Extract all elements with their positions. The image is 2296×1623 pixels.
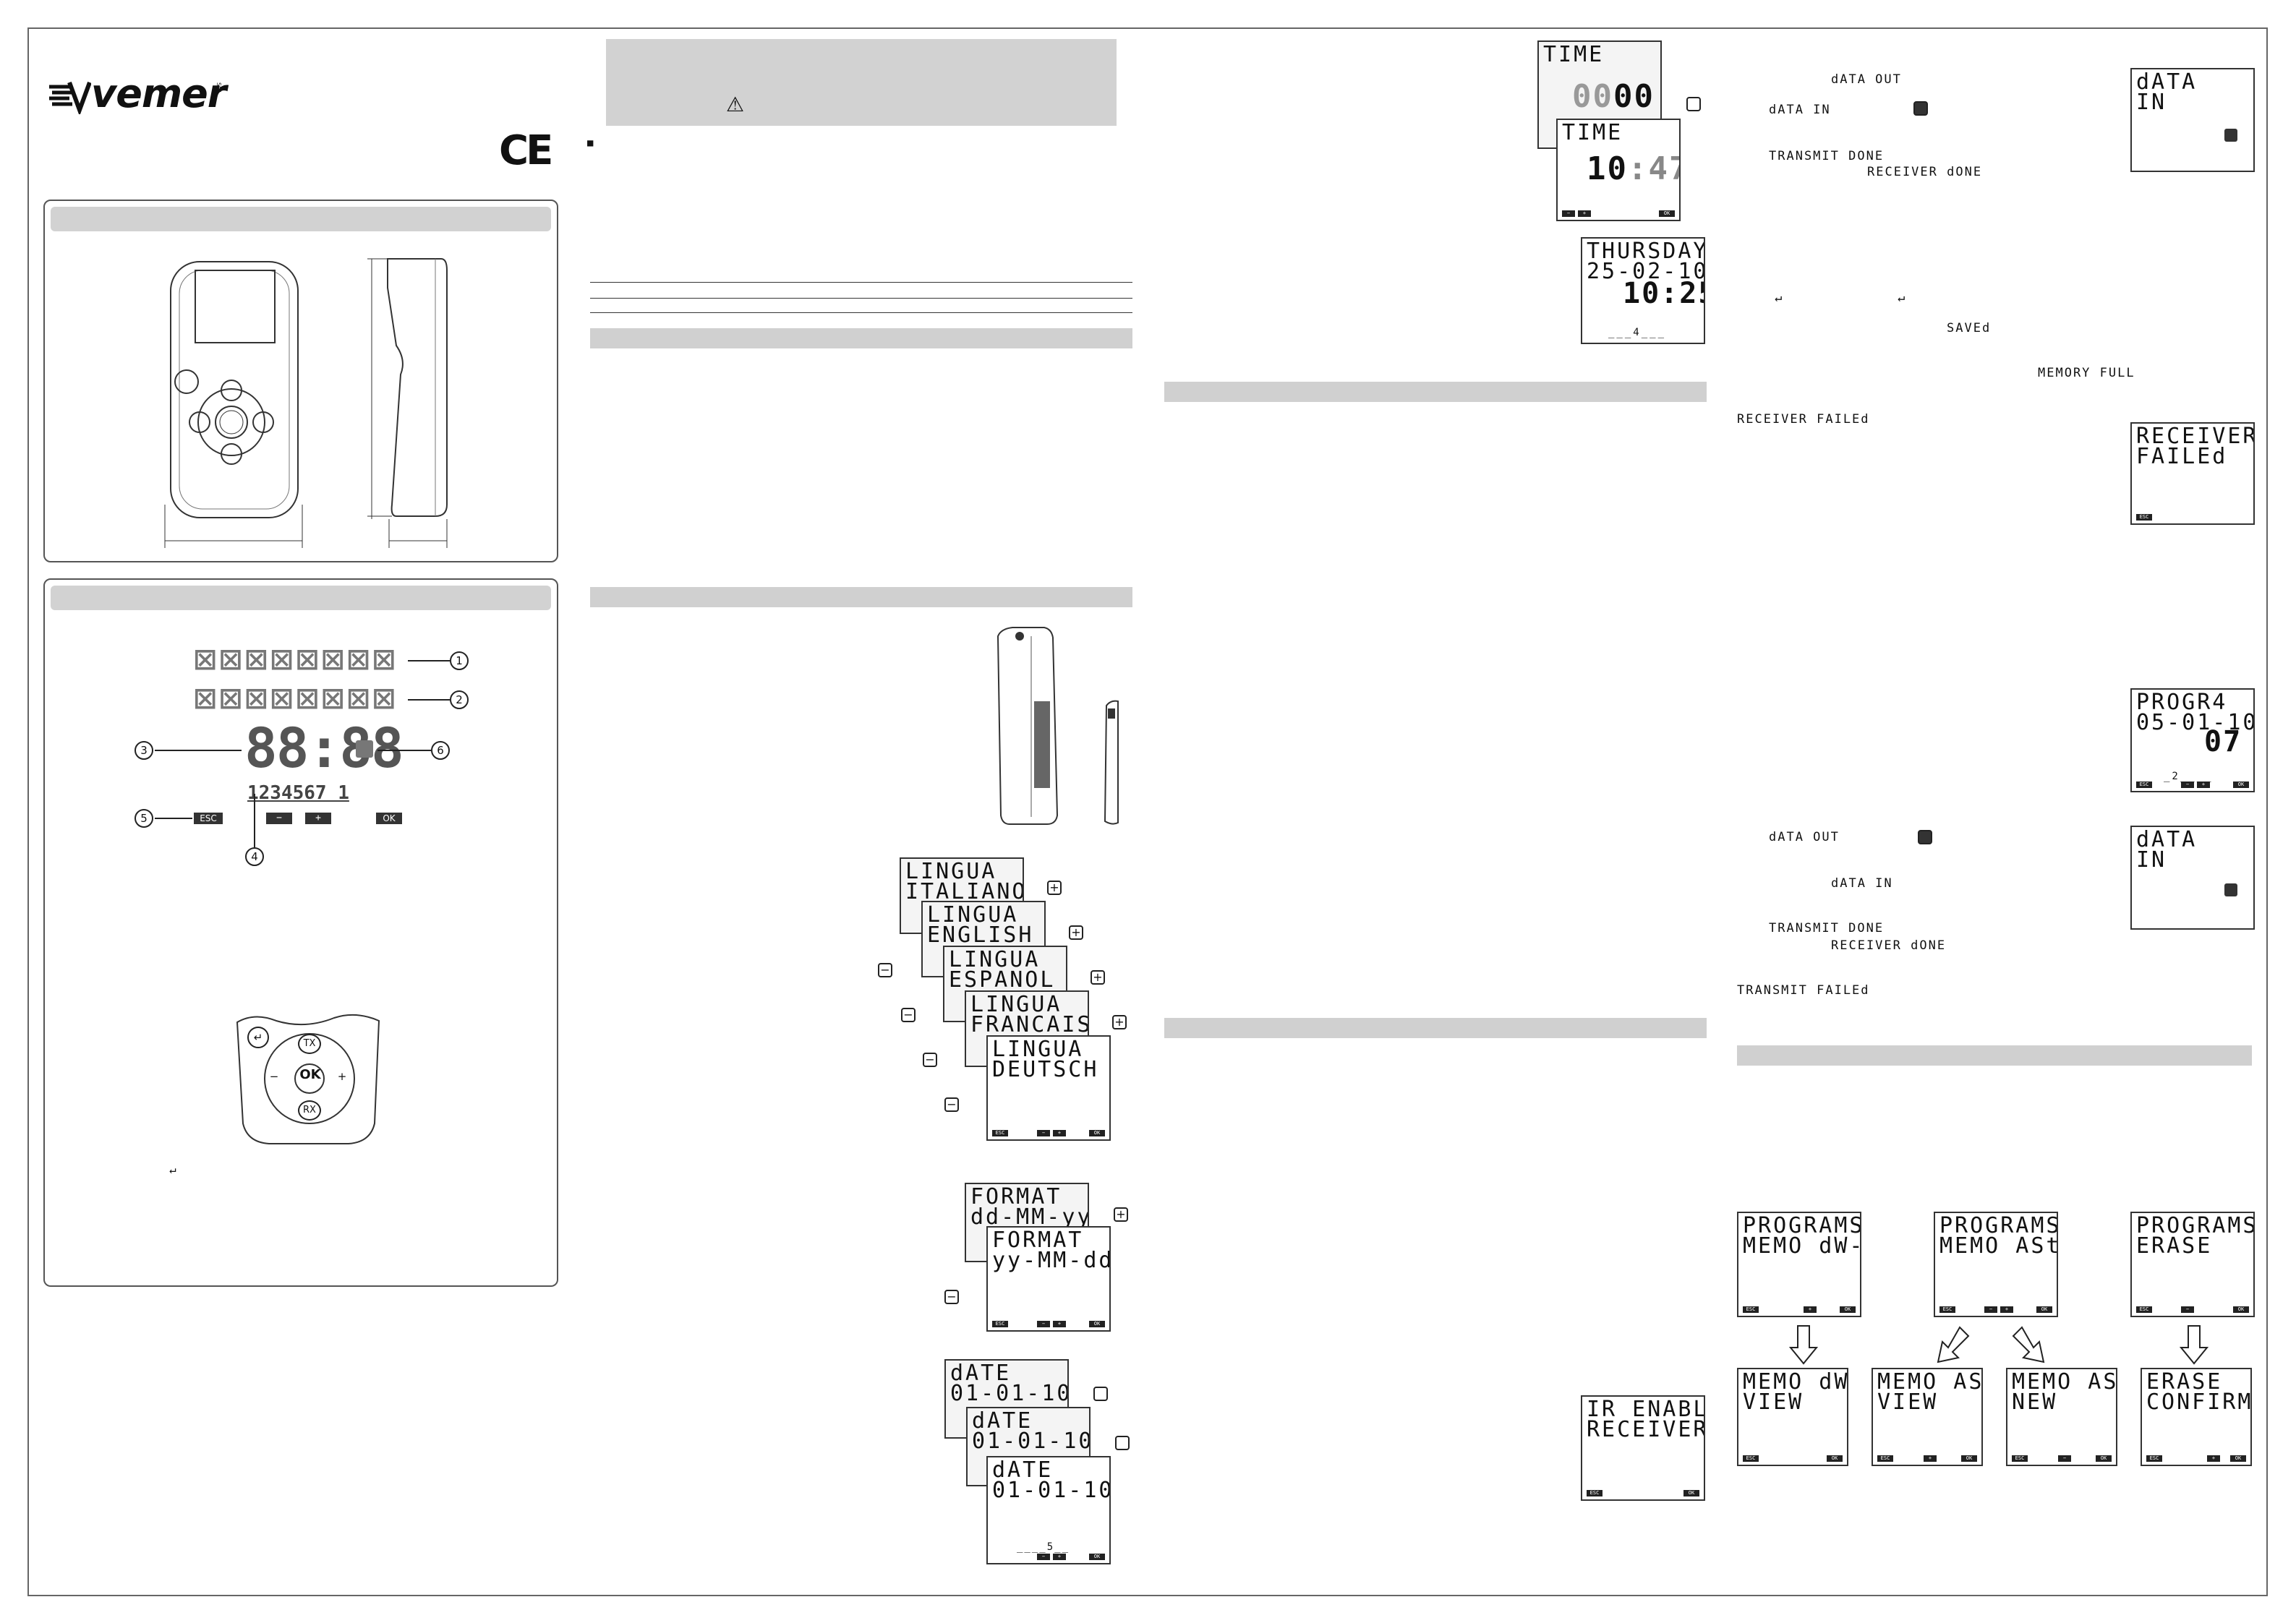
- enter-note: ↵: [169, 1162, 176, 1176]
- text-memory-full: MEMORY FULL: [2038, 366, 2135, 380]
- text-transmit-done-2: TRANSMIT DONE: [1769, 921, 1885, 935]
- enter-key[interactable]: ↵: [247, 1027, 269, 1048]
- plus-key-icon: +: [1114, 1207, 1128, 1222]
- callout-3: 3: [135, 741, 153, 760]
- bullet-mark: ■: [587, 137, 594, 149]
- text-data-in: dATA IN: [1769, 103, 1831, 117]
- clock-key-icon: [1918, 830, 1932, 844]
- lcd-format-2: FORMAT yy-MM-dd ESC−+OK: [986, 1226, 1111, 1332]
- logo-spa: SPA: [215, 82, 222, 93]
- ok-key-legend: OK: [376, 813, 402, 824]
- panel-header-bar: [51, 207, 551, 231]
- section-bar: [590, 587, 1132, 607]
- page-frame: [27, 27, 2268, 1596]
- ok-key[interactable]: OK: [299, 1067, 321, 1082]
- text-receiver-done: RECEIVER dONE: [1867, 165, 1983, 179]
- rule: [590, 298, 1132, 299]
- lcd-memo-ast-view: MEMO ASt VIEW ESC+OK: [1872, 1368, 1983, 1466]
- plus-key-legend: +: [305, 813, 331, 824]
- warning-box: [606, 39, 1117, 126]
- section-bar: [1164, 382, 1707, 402]
- clock-key-icon: [2224, 129, 2237, 142]
- lcd-data-in-a: dATA IN: [2130, 68, 2255, 172]
- text-receiver-done-2: RECEIVER dONE: [1831, 938, 1947, 953]
- ok-key-icon: [1115, 1436, 1130, 1450]
- plus-key-icon: +: [1069, 925, 1083, 940]
- text-saved: SAVEd: [1947, 321, 1992, 335]
- lcd-format-1: FORMAT dd-MM-yy: [965, 1183, 1089, 1262]
- text-data-out-2: dATA OUT: [1769, 830, 1840, 844]
- lcd-language-5: LINGUA DEUTSCH ESC−+OK: [986, 1035, 1111, 1141]
- panel-header-bar: [51, 586, 551, 610]
- minus-key-icon: −: [923, 1053, 937, 1067]
- device-outline-drawing: [164, 258, 448, 548]
- section-bar: [1164, 1018, 1707, 1038]
- rule: [590, 282, 1132, 283]
- plus-key-icon: +: [1112, 1015, 1127, 1029]
- clock-key-icon: [1913, 101, 1928, 116]
- lcd-progr: PROGR4 05-01-10 07 _2____ ESC−+OK: [2130, 688, 2255, 792]
- lcd-programs-erase: PROGRAMS ERASE ESC−OK: [2130, 1212, 2255, 1317]
- minus-key-legend: −: [266, 813, 292, 824]
- minus-key-icon: −: [944, 1290, 959, 1304]
- lcd-time-2: TIME 10:47 −+OK: [1556, 119, 1681, 221]
- tx-key[interactable]: TX: [298, 1034, 321, 1054]
- callout-1: 1: [450, 651, 469, 670]
- warning-triangle-icon: ⚠: [726, 93, 745, 116]
- lcd-programs-memo-dwy: PROGRAMS MEMO dW-Y ESC+OK: [1737, 1212, 1861, 1317]
- enter-symbol: ↵: [1898, 291, 1907, 305]
- plus-key[interactable]: +: [337, 1070, 347, 1083]
- minus-key[interactable]: −: [269, 1070, 279, 1083]
- lcd-programs-memo-ast: PROGRAMS MEMO ASt ESC−+OK: [1934, 1212, 2058, 1317]
- battery-compartment-drawing: [997, 627, 1119, 825]
- day-digits: 1234567 1: [247, 782, 349, 804]
- rx-key[interactable]: RX: [298, 1100, 321, 1121]
- lcd-thursday: THURSDAY 25-02-10 10:25 ___4___: [1581, 237, 1705, 344]
- minus-key-icon: −: [901, 1008, 916, 1022]
- plus-key-icon: +: [1091, 970, 1105, 985]
- esc-key-legend: ESC: [194, 813, 223, 824]
- lcd-erase-confirm: ERASE CONFIRM ESC+OK: [2141, 1368, 2252, 1466]
- lcd-date-3: dATE 01-01-10 ____5__ −+OK: [986, 1456, 1111, 1564]
- segment-time: 88:88: [244, 716, 404, 780]
- device-dimensions-panel: [43, 200, 558, 562]
- minus-key-icon: −: [944, 1097, 959, 1112]
- minus-key-icon: −: [878, 963, 892, 977]
- text-transmit-done: TRANSMIT DONE: [1769, 149, 1885, 163]
- text-data-out: dATA OUT: [1831, 72, 1902, 87]
- plus-key-icon: +: [1047, 881, 1062, 895]
- text-data-in-2: dATA IN: [1831, 876, 1893, 891]
- clock-symbol-icon: [356, 740, 373, 758]
- lcd-data-in-b: dATA IN: [2130, 826, 2255, 930]
- enter-symbol: ↵: [1775, 291, 1784, 305]
- callout-4: 4: [245, 847, 264, 866]
- ok-key-icon: [1093, 1387, 1108, 1401]
- text-receiver-failed: RECEIVER FAILEd: [1737, 412, 1870, 427]
- ok-key-icon: [1686, 97, 1701, 111]
- display-keypad-panel: ⊠⊠⊠⊠⊠⊠⊠⊠ ⊠⊠⊠⊠⊠⊠⊠⊠ 88:88 1234567 1 ESC − …: [43, 578, 558, 1287]
- clock-key-icon: [2224, 883, 2237, 896]
- keypad-drawing: [236, 1014, 380, 1144]
- section-bar: [1737, 1045, 2252, 1066]
- callout-2: 2: [450, 690, 469, 709]
- section-bar: [590, 328, 1132, 348]
- segment-row-1: ⊠⊠⊠⊠⊠⊠⊠⊠: [194, 638, 398, 681]
- legend-leader-lines: [155, 660, 450, 847]
- callout-6: 6: [431, 741, 450, 760]
- lcd-receiver-failed: RECEIVER FAILEd ESC: [2130, 422, 2255, 525]
- rule: [590, 312, 1132, 313]
- vemer-logo: vemer SPA: [48, 71, 226, 119]
- lcd-memo-ast-new: MEMO ASt NEW ESC−OK: [2006, 1368, 2117, 1466]
- segment-row-2: ⊠⊠⊠⊠⊠⊠⊠⊠: [194, 677, 398, 720]
- ce-mark: CE: [499, 127, 553, 174]
- text-transmit-failed: TRANSMIT FAILEd: [1737, 983, 1870, 998]
- callout-5: 5: [135, 809, 153, 828]
- logo-text: vemer: [91, 71, 226, 116]
- logo-mark-icon: [49, 81, 91, 114]
- flow-arrows: [1788, 1325, 2209, 1365]
